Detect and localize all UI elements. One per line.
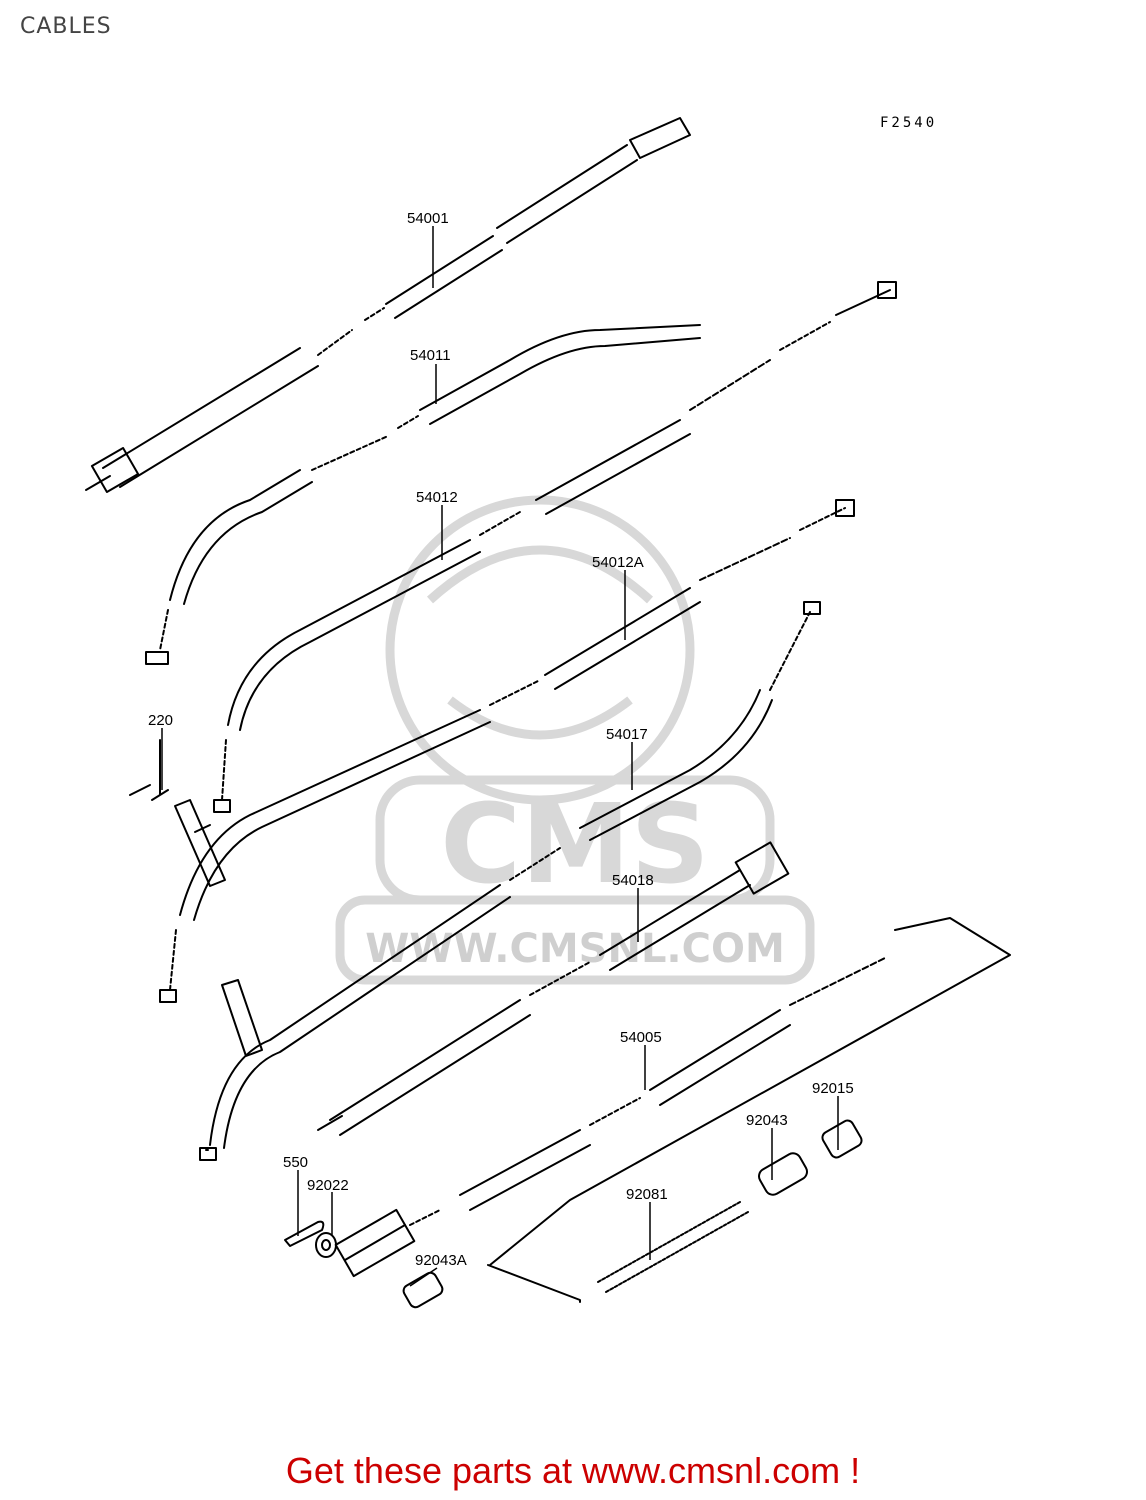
watermark-logo <box>335 495 815 985</box>
part-label[interactable]: 54001 <box>407 210 449 227</box>
clip-550 <box>284 1220 325 1247</box>
part-label[interactable]: 92043 <box>746 1112 788 1129</box>
page-title: CABLES <box>20 14 112 39</box>
nut-92015 <box>821 1119 863 1159</box>
cable-drawings <box>85 117 1011 1309</box>
pin-92043A <box>402 1271 444 1309</box>
part-label[interactable]: 54017 <box>606 726 648 743</box>
washer-92022 <box>315 1232 337 1258</box>
part-label[interactable]: 550 <box>283 1154 308 1171</box>
cable-54012 <box>213 281 897 813</box>
part-labels: 54001 54011 54012 54012A 220 54017 54018… <box>148 210 854 1269</box>
pin-92043 <box>758 1152 808 1196</box>
watermark-url-text: WWW.CMSNL.COM <box>365 926 785 972</box>
parts-diagram: CMS WWW.CMSNL.COM F2540 <box>85 115 1011 1309</box>
part-label[interactable]: 92081 <box>626 1186 668 1203</box>
cable-54017 <box>199 601 821 1161</box>
part-label[interactable]: 54018 <box>612 872 654 889</box>
cable-54018 <box>317 841 790 1136</box>
part-label[interactable]: 54011 <box>410 347 451 364</box>
part-label[interactable]: 92015 <box>812 1080 854 1097</box>
cable-54001 <box>85 117 691 493</box>
footer-cta[interactable]: Get these parts at www.cmsnl.com ! <box>285 1450 861 1491</box>
part-label[interactable]: 220 <box>148 712 173 729</box>
part-label[interactable]: 54012 <box>416 489 458 506</box>
part-label[interactable]: 54005 <box>620 1029 662 1046</box>
screw-220 <box>129 739 211 833</box>
cable-54012A <box>159 499 855 1003</box>
leader-lines <box>161 226 839 1287</box>
cable-54011 <box>145 324 701 665</box>
part-label[interactable]: 54012A <box>592 554 644 571</box>
cable-54005 <box>334 917 1011 1303</box>
spring-92081 <box>597 1201 749 1293</box>
part-label[interactable]: 92022 <box>307 1177 349 1194</box>
figure-code: F2540 <box>880 115 937 131</box>
part-label[interactable]: 92043A <box>415 1252 467 1269</box>
